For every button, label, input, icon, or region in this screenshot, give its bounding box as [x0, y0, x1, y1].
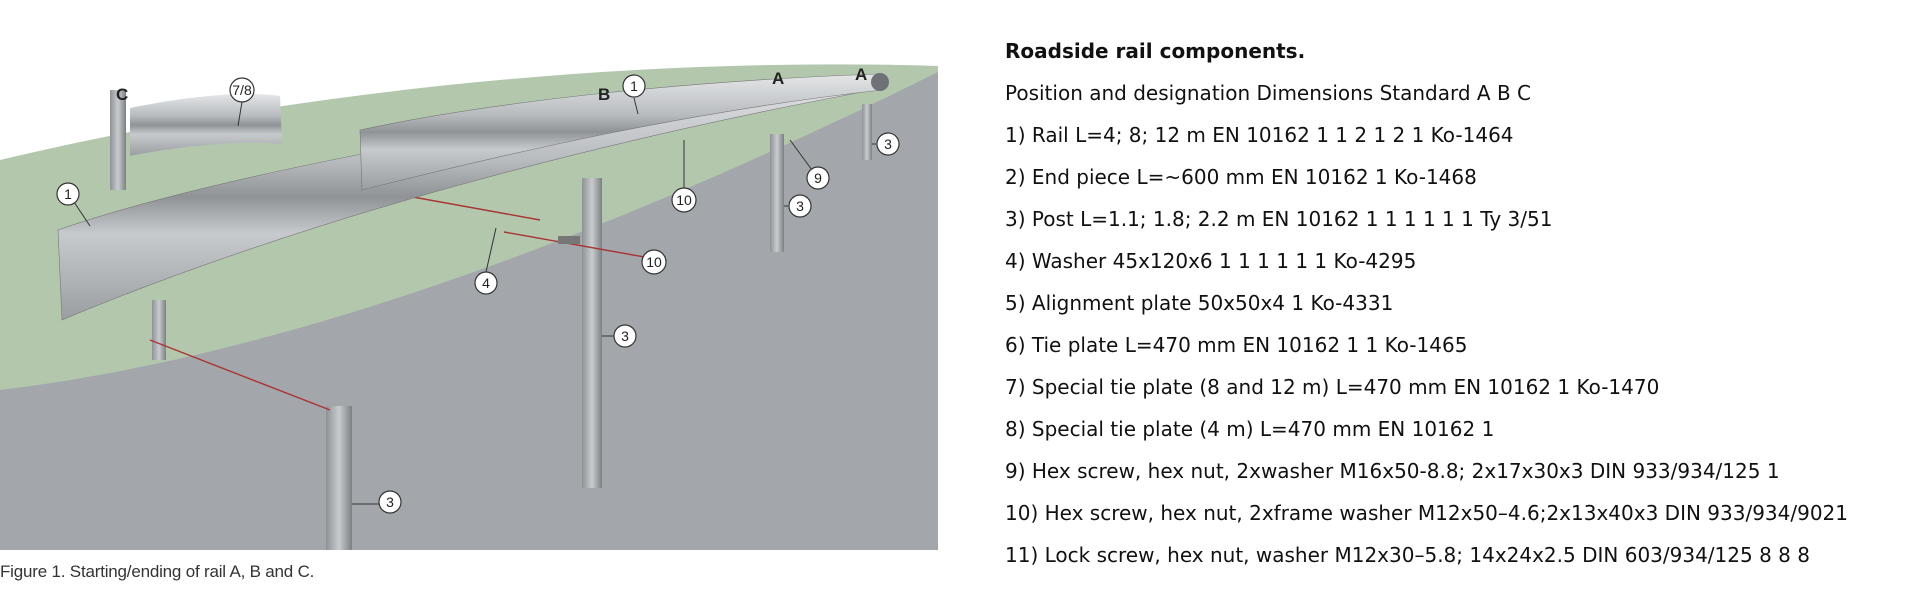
svg-text:3: 3: [884, 136, 892, 152]
guardrail-illustration: C B A A 7/8 1 1 9 3 3 10 10: [0, 64, 938, 550]
callout-3-bottom: 3: [352, 490, 402, 514]
svg-text:4: 4: [482, 275, 490, 291]
svg-text:3: 3: [796, 198, 804, 214]
svg-text:1: 1: [630, 78, 638, 94]
svg-text:1: 1: [64, 186, 72, 202]
label-a-2: A: [855, 65, 867, 84]
callout-3-mid: 3: [784, 194, 812, 218]
svg-text:9: 9: [814, 170, 822, 186]
components-title: Roadside rail components.: [1005, 39, 1306, 63]
component-item-6: 6) Tie plate L=470 mm EN 10162 1 1 Ko-14…: [1005, 333, 1468, 357]
callout-10-mid: 10: [671, 140, 697, 213]
component-item-5: 5) Alignment plate 50x50x4 1 Ko-4331: [1005, 291, 1394, 315]
label-c: C: [116, 85, 128, 104]
svg-text:10: 10: [676, 192, 692, 208]
callout-1-top: 1: [622, 74, 646, 115]
component-item-8: 8) Special tie plate (4 m) L=470 mm EN 1…: [1005, 417, 1495, 441]
end-rail-c: [130, 93, 282, 156]
label-b: B: [598, 85, 610, 104]
svg-text:3: 3: [386, 494, 394, 510]
components-list: Roadside rail components. Position and d…: [1005, 36, 1905, 582]
component-item-1: 1) Rail L=4; 8; 12 m EN 10162 1 1 2 1 2 …: [1005, 123, 1514, 147]
svg-text:10: 10: [646, 254, 662, 270]
road-surface: [0, 72, 938, 550]
components-header: Position and designation Dimensions Stan…: [1005, 81, 1531, 105]
component-item-7: 7) Special tie plate (8 and 12 m) L=470 …: [1005, 375, 1660, 399]
component-item-3: 3) Post L=1.1; 1.8; 2.2 m EN 10162 1 1 1…: [1005, 207, 1553, 231]
bolt: [558, 236, 580, 244]
callout-1-left: 1: [56, 182, 91, 227]
component-item-2: 2) End piece L=~600 mm EN 10162 1 Ko-146…: [1005, 165, 1477, 189]
svg-text:7/8: 7/8: [232, 82, 252, 98]
component-item-10: 10) Hex screw, hex nut, 2xframe washer M…: [1005, 501, 1849, 525]
callout-4: 4: [474, 227, 498, 295]
component-item-9: 9) Hex screw, hex nut, 2xwasher M16x50-8…: [1005, 459, 1780, 483]
label-a-1: A: [772, 69, 784, 88]
svg-text:3: 3: [621, 328, 629, 344]
callout-7-8: 7/8: [229, 77, 255, 127]
component-item-11: 11) Lock screw, hex nut, washer M12x30–5…: [1005, 543, 1810, 567]
figure-caption: Figure 1. Starting/ending of rail A, B a…: [0, 562, 315, 581]
callout-10-bolt: 10: [641, 249, 667, 275]
component-item-4: 4) Washer 45x120x6 1 1 1 1 1 1 Ko-4295: [1005, 249, 1417, 273]
callout-9: 9: [789, 139, 830, 190]
rail-end-cap: [871, 73, 889, 91]
callout-3-center: 3: [602, 324, 637, 348]
callout-3-far: 3: [872, 132, 900, 156]
